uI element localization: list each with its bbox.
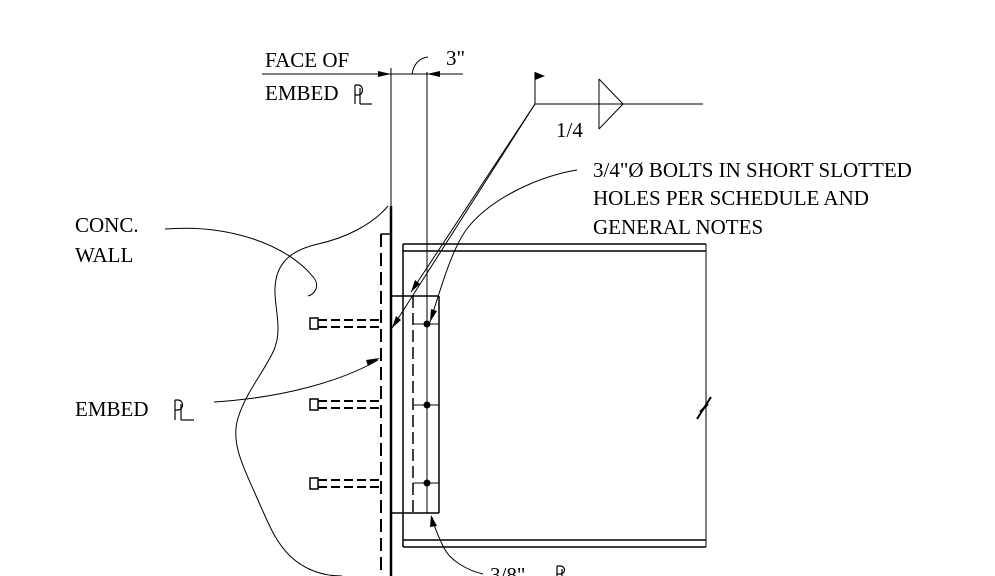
dimension-arrow-left (378, 71, 391, 77)
embed-pl-leader (213, 359, 379, 403)
plate-symbol-face-of-embed (354, 84, 372, 105)
dimension-arrow-right (427, 71, 440, 77)
beam-bottom-flange (403, 539, 706, 548)
dim-3in-leader (411, 56, 429, 75)
plate-symbol-embed-pl (174, 399, 194, 421)
bolts-note-line2: HOLES PER SCHEDULE AND (593, 186, 869, 210)
weld-leader-arrow-tab (411, 280, 420, 292)
beam-break-symbol (696, 396, 712, 420)
concrete-wall-break-outline (235, 205, 389, 576)
bolts-note-line1: 3/4"Ø BOLTS IN SHORT SLOTTED (593, 158, 912, 182)
weld-leader-to-embed (391, 103, 536, 329)
plate-38-label: 3/8" (490, 563, 525, 576)
weld-field-flag (535, 72, 545, 80)
plate-38-leader (431, 516, 484, 575)
conc-wall-leader (164, 227, 315, 279)
headed-stud-anchor-3 (309, 477, 381, 490)
weld-all-around-triangle (598, 78, 624, 130)
headed-stud-anchor-1 (309, 317, 381, 330)
bolts-note-leader (429, 169, 578, 323)
weld-size-label: 1/4 (556, 118, 583, 142)
plate-symbol-38 (556, 565, 566, 576)
bolt-2 (413, 401, 439, 409)
weld-leader-arrow-embed (392, 316, 401, 328)
bolt-1 (413, 320, 439, 328)
conc-wall-label-line1: CONC. (75, 213, 139, 237)
embed-pl-label: EMBED (75, 397, 149, 421)
face-of-embed-label-line1: FACE OF (265, 48, 349, 72)
bolts-note-leader-arrow (430, 309, 437, 322)
conc-wall-label-line2: WALL (75, 243, 133, 267)
beam-top-flange (403, 243, 706, 252)
embed-pl-leader-arrow (366, 358, 380, 366)
plate-38-leader-arrow (430, 515, 437, 527)
bolt-3 (413, 479, 439, 487)
bolts-note-line3: GENERAL NOTES (593, 215, 763, 239)
headed-stud-anchor-2 (309, 398, 381, 411)
dim-3in-label: 3" (446, 46, 465, 70)
face-of-embed-label-line2: EMBED (265, 81, 339, 105)
conc-wall-leader-tail (307, 277, 318, 297)
weld-leader-to-tab (410, 103, 536, 293)
